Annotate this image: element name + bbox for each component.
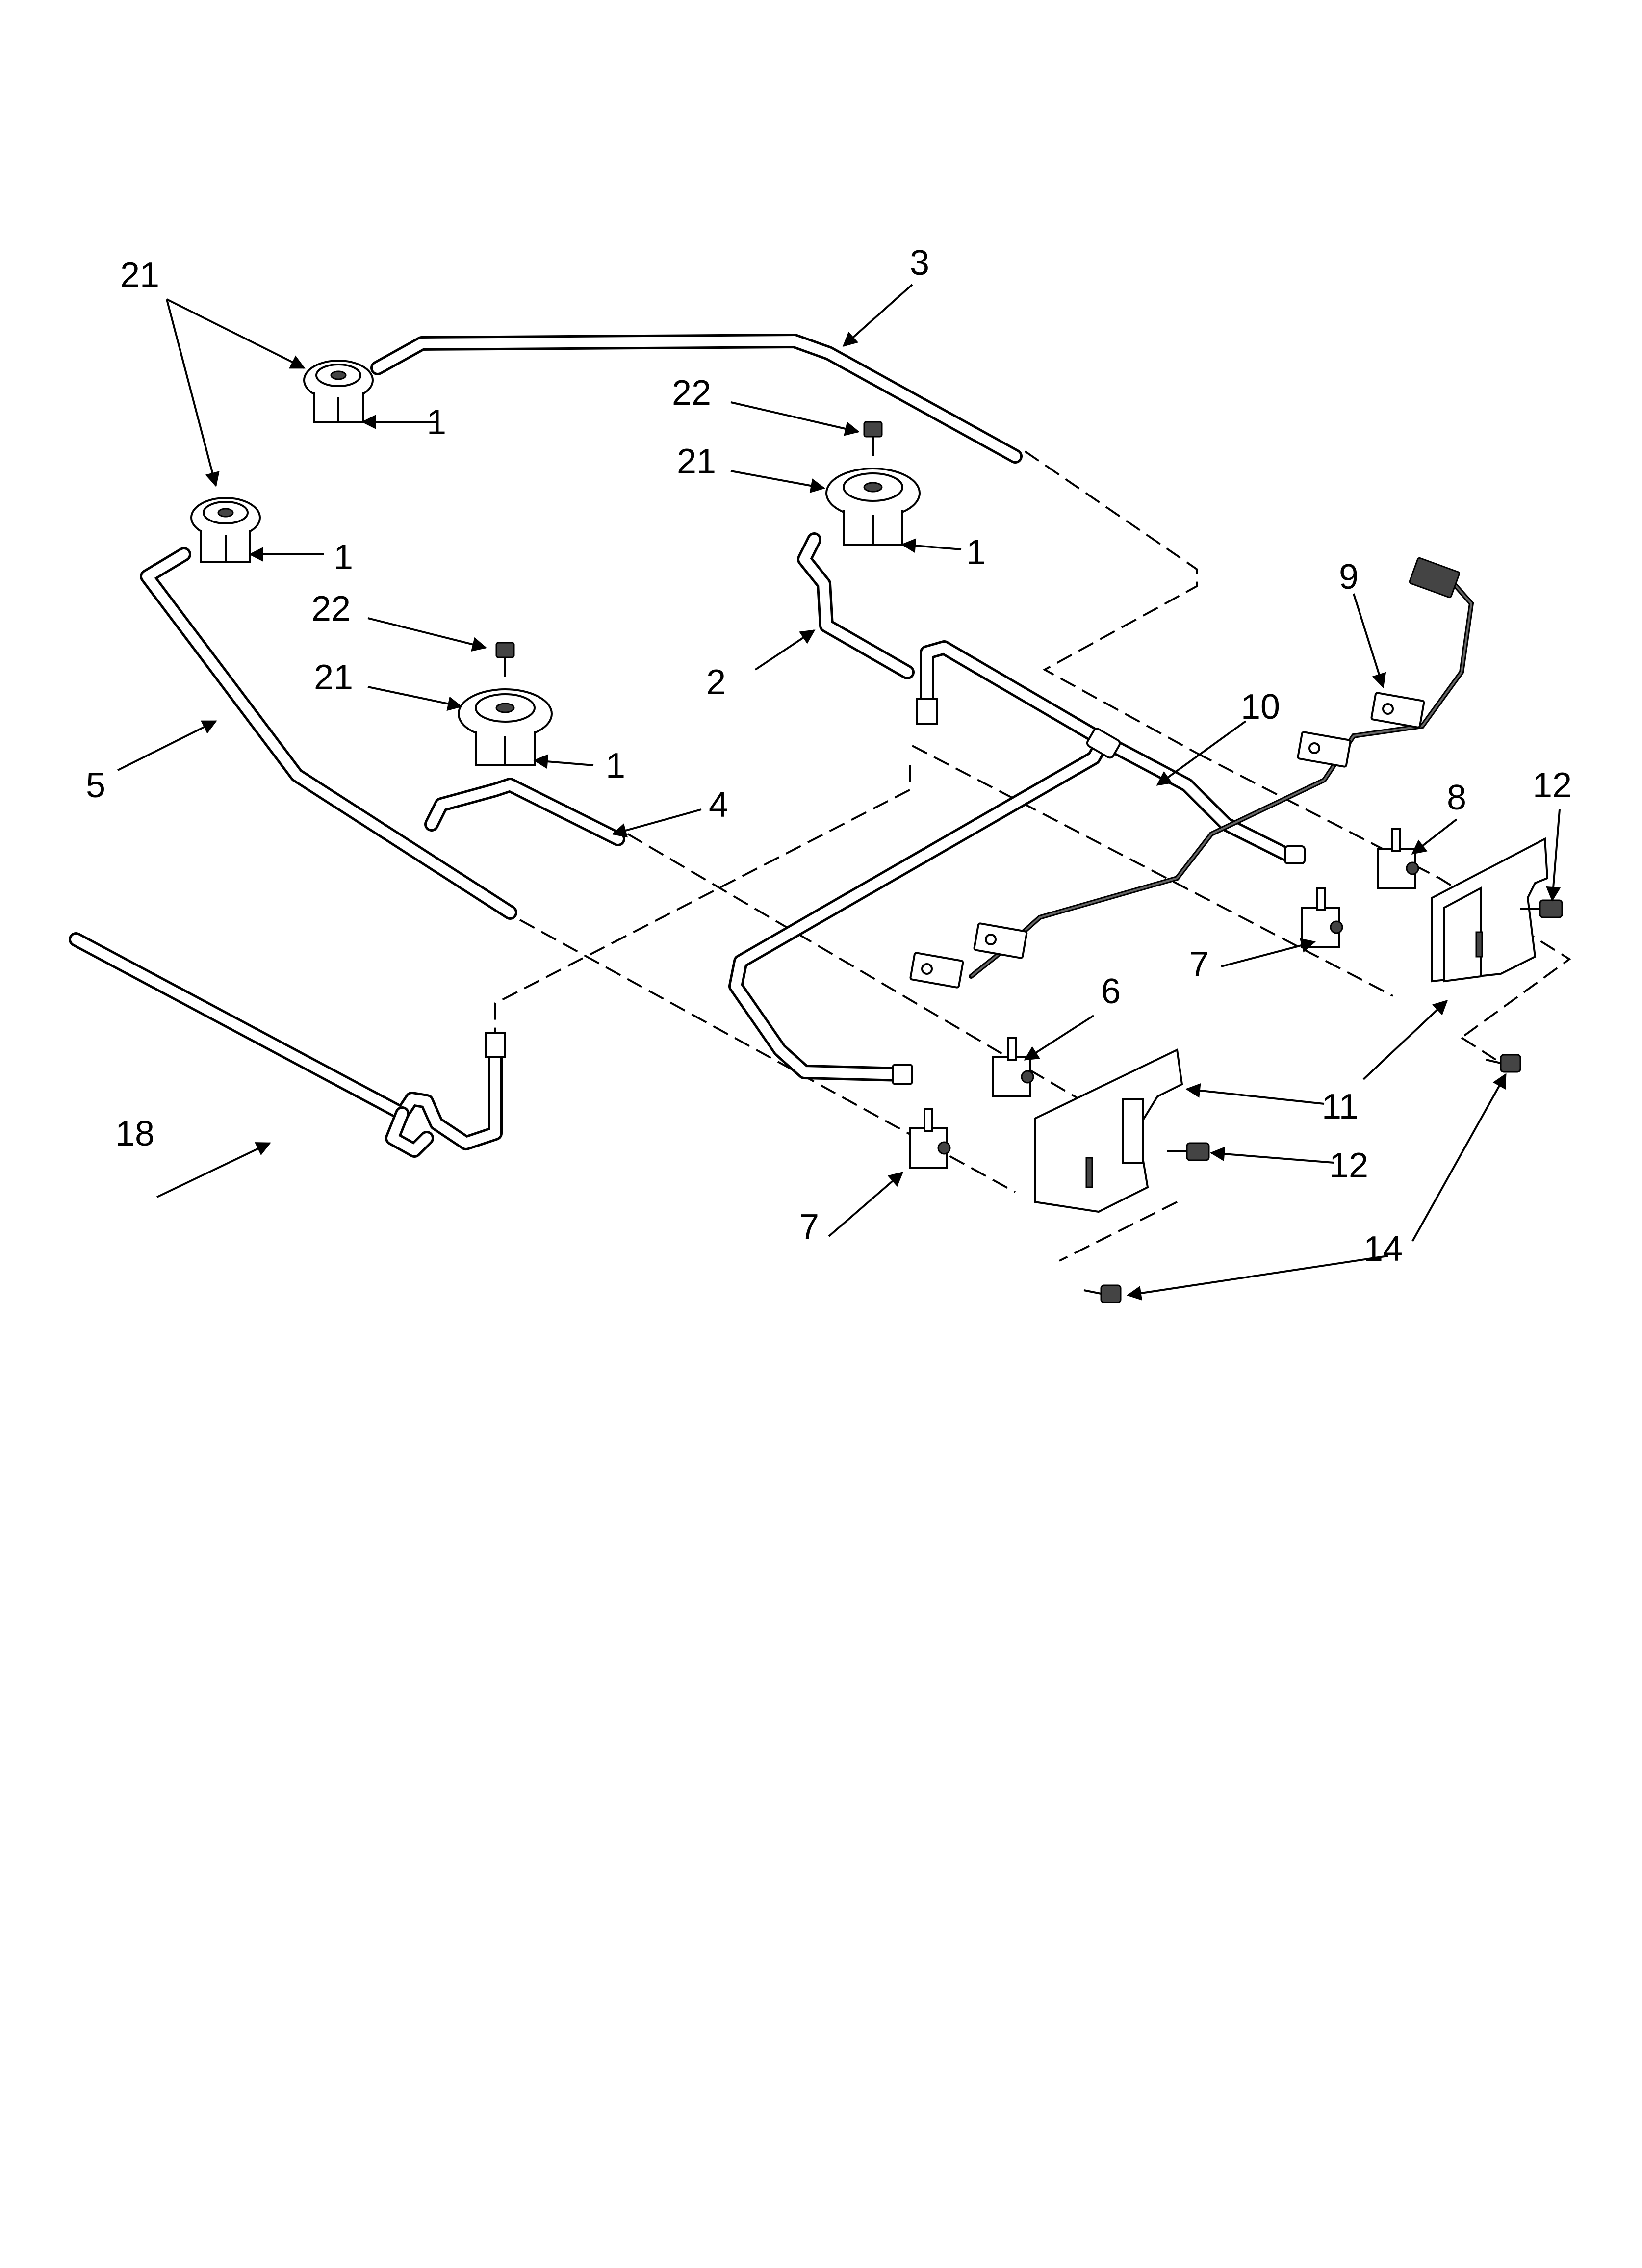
callout-4: 4 [709, 785, 728, 825]
callout-8: 8 [1447, 778, 1466, 817]
screw-22-center [495, 642, 515, 658]
callout-leaders [117, 284, 1561, 1301]
callout-21-top: 21 [120, 256, 159, 295]
spark-switch [973, 922, 1028, 959]
manifold-tube-2 [797, 532, 915, 679]
callout-21-right: 21 [677, 442, 716, 481]
callout-7-upper: 7 [1189, 945, 1209, 984]
callout-21-center: 21 [314, 658, 353, 697]
callout-14: 14 [1363, 1229, 1403, 1269]
spark-switch [909, 952, 964, 989]
callout-9: 9 [1339, 557, 1359, 597]
callout-3: 3 [910, 243, 929, 283]
screw-12-right [1520, 899, 1563, 918]
harness-connector [1409, 557, 1460, 599]
valve-6 [992, 1037, 1034, 1097]
manifold-tube-3 [370, 334, 1023, 464]
valve-7-upper [1301, 887, 1343, 948]
callout-22-center: 22 [311, 589, 351, 628]
callout-6: 6 [1101, 972, 1121, 1011]
callout-1-mid-left: 1 [334, 538, 353, 577]
main-gas-rail [728, 640, 1306, 1085]
callout-2: 2 [706, 663, 726, 702]
callout-5: 5 [86, 766, 105, 805]
burner-assembly-center [458, 642, 553, 766]
callout-12-top: 12 [1533, 766, 1572, 805]
callout-22-right: 22 [672, 373, 711, 413]
callout-1-center: 1 [606, 746, 625, 785]
burner-assembly-mid-left [190, 497, 261, 563]
screw-12-left [1167, 1142, 1210, 1161]
spark-switch [1297, 731, 1352, 768]
callout-7-lower: 7 [799, 1207, 819, 1247]
bracket-11-left [1034, 1048, 1183, 1213]
screw-22-right [863, 421, 883, 438]
callout-12-bottom: 12 [1329, 1146, 1368, 1185]
callout-1-top-left: 1 [427, 403, 446, 442]
callout-labels: 21 3 22 1 21 1 1 9 22 21 2 10 1 5 4 12 8… [86, 243, 1572, 1269]
valve-8 [1377, 828, 1419, 889]
screw-14-left [1083, 1284, 1122, 1303]
spark-switches [909, 692, 1425, 989]
manifold-tube-5 [140, 547, 517, 920]
callout-10: 10 [1241, 687, 1280, 727]
manifold-tube-4 [424, 778, 625, 846]
valve-7-lower [909, 1108, 951, 1169]
bracket-11-right [1431, 837, 1549, 983]
callout-11-right: 11 [1322, 1087, 1359, 1126]
supply-tube-18 [69, 932, 506, 1158]
screw-14-right [1486, 1054, 1521, 1073]
callout-1-right: 1 [966, 533, 986, 572]
wire-harness-10 [969, 557, 1474, 979]
spark-switch-9 [1370, 692, 1425, 729]
callout-18: 18 [115, 1114, 154, 1153]
burner-assembly-right [825, 421, 921, 546]
burner-assembly-top-left [303, 360, 374, 423]
